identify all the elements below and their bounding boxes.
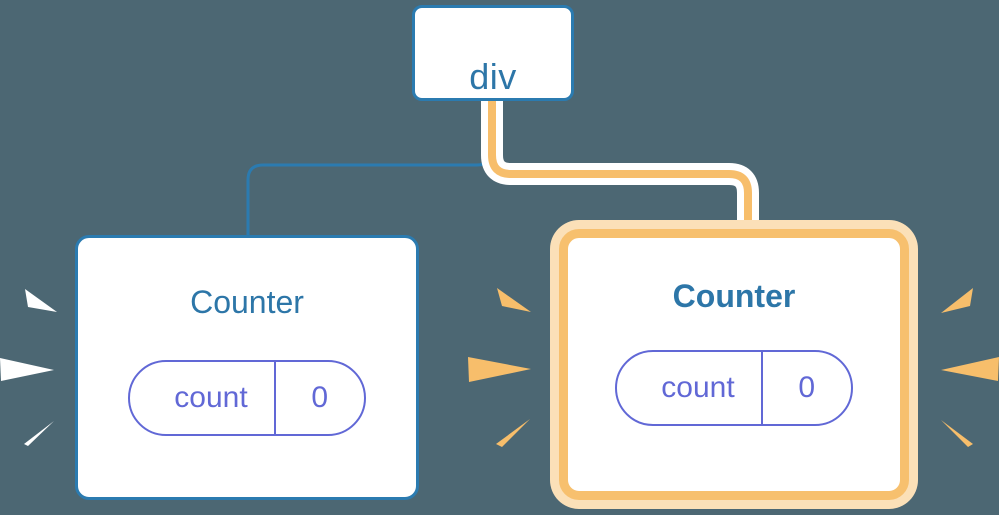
sparkle-ray-orange-right-bottom	[941, 420, 973, 447]
sparkle-ray-orange-right-middle	[941, 357, 999, 381]
sparkle-ray-orange-mid-middle	[468, 357, 531, 382]
prop-value-right: 0	[760, 352, 851, 424]
sparkle-ray-orange-right-top	[941, 288, 973, 313]
sparkle-ray-orange-mid-bottom	[496, 419, 530, 447]
prop-value-left: 0	[273, 362, 364, 434]
right-outer-sparkles	[941, 288, 999, 447]
node-counter-left-label: Counter	[190, 284, 304, 320]
node-div[interactable]: div	[412, 5, 574, 101]
node-counter-right-label: Counter	[672, 278, 796, 314]
prop-pill-left: count 0	[128, 360, 366, 436]
middle-sparkles	[468, 288, 531, 447]
prop-pill-right: count 0	[615, 350, 853, 426]
edge-div-to-counter-right	[488, 97, 752, 239]
sparkle-ray-white-bottom	[24, 421, 54, 446]
prop-key-right: count	[661, 371, 735, 404]
left-outer-sparkles	[0, 289, 57, 446]
node-counter-right[interactable]: Counter count 0	[559, 229, 909, 500]
prop-key-left: count	[174, 381, 248, 414]
node-counter-left[interactable]: Counter count 0	[75, 235, 419, 500]
sparkle-ray-white-top	[25, 289, 57, 312]
sparkle-ray-white-middle	[0, 358, 54, 381]
sparkle-ray-orange-mid-top	[497, 288, 531, 312]
node-div-label: div	[469, 56, 517, 97]
